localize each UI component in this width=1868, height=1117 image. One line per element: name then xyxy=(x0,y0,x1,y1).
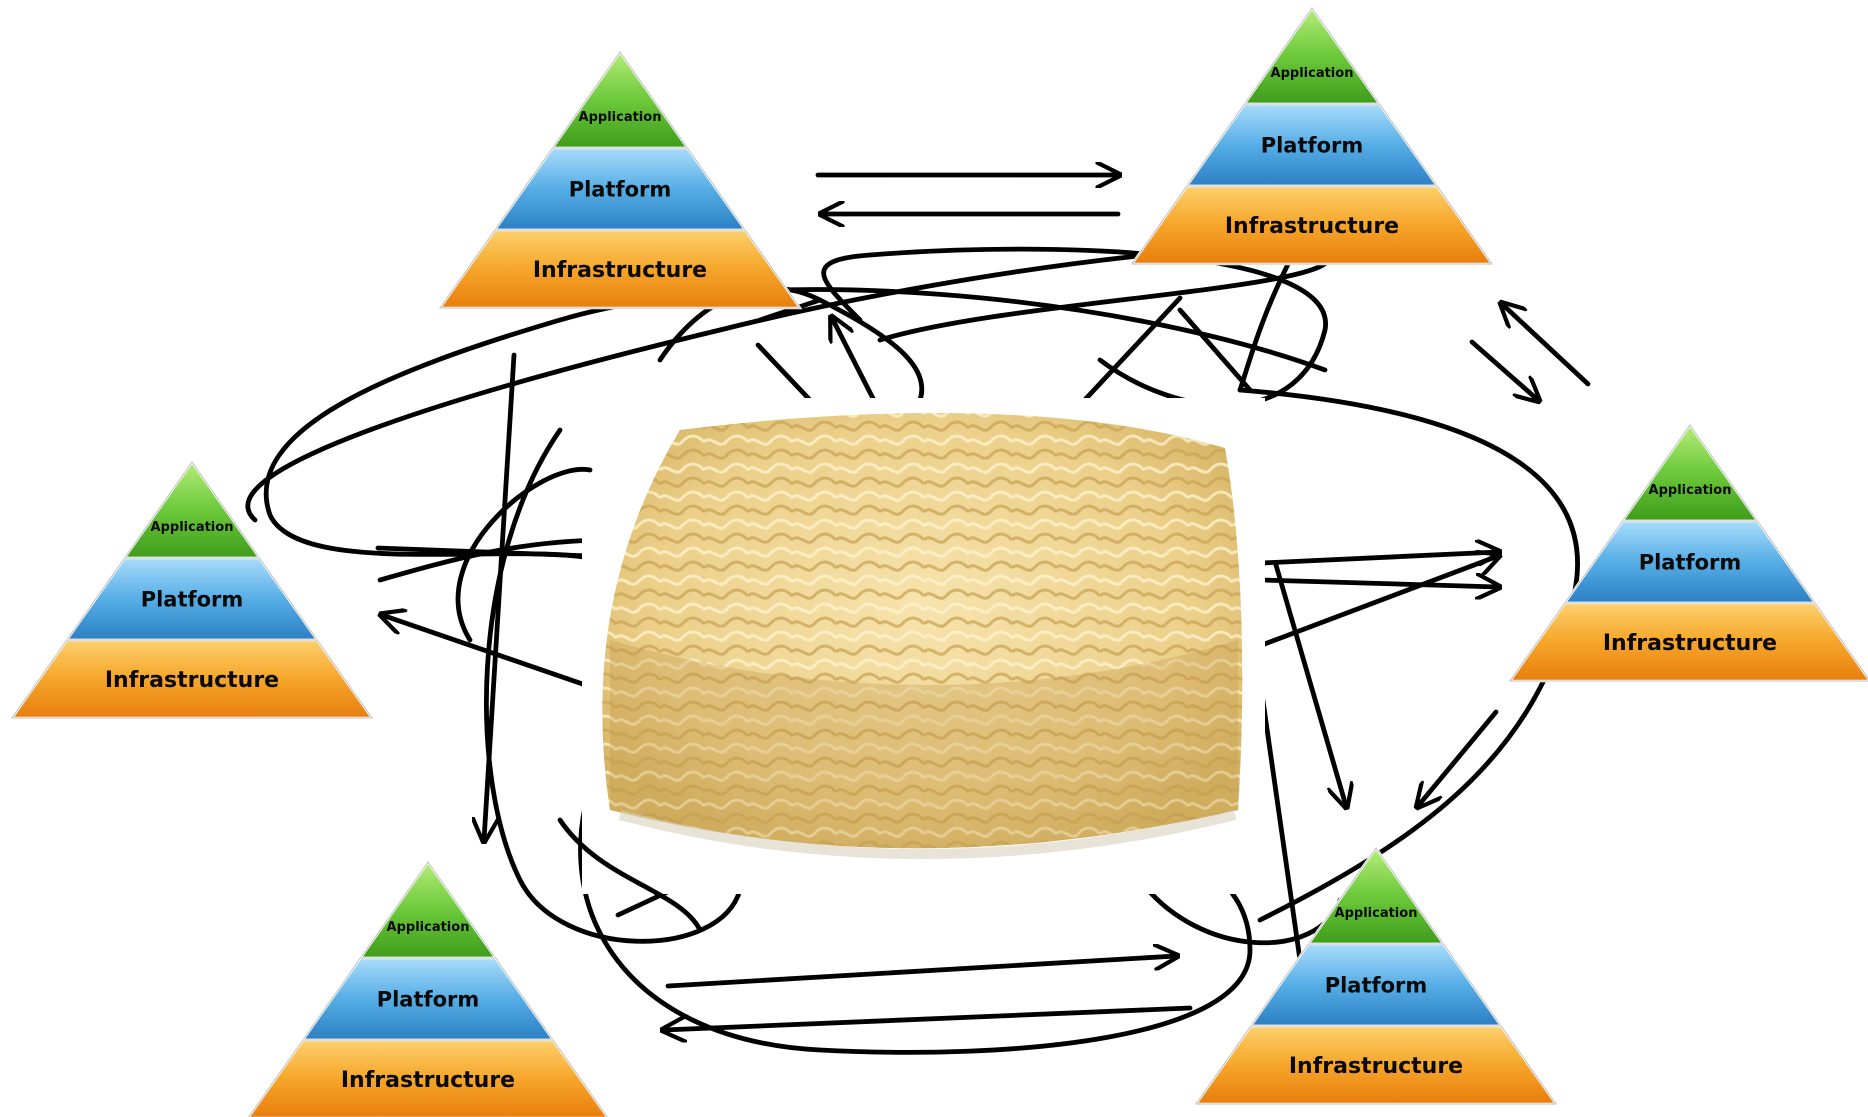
infrastructure-label: Infrastructure xyxy=(1289,1054,1463,1079)
platform-label: Platform xyxy=(1325,974,1428,998)
strand-left-over xyxy=(455,466,593,643)
application-label: Application xyxy=(1335,906,1418,921)
infrastructure-label: Infrastructure xyxy=(1603,631,1777,656)
infrastructure-tier xyxy=(1193,1024,1559,1106)
application-label: Application xyxy=(387,920,470,935)
infrastructure-tier xyxy=(437,228,803,310)
loop-wide-upper xyxy=(245,243,1333,523)
noodle-texture xyxy=(602,413,1243,849)
infrastructure-tier xyxy=(1129,184,1495,266)
infrastructure-tier-outline xyxy=(11,639,373,719)
arrow-to-right-1 xyxy=(1259,552,1498,563)
arrow-diagonal-upper-2 xyxy=(1077,295,1183,408)
infrastructure-tier-outline xyxy=(1131,185,1493,265)
arrow-right-lower xyxy=(1257,677,1303,963)
application-tier xyxy=(122,459,262,560)
application-label: Application xyxy=(1649,483,1732,498)
application-label: Application xyxy=(579,110,662,125)
loop-top-arch xyxy=(821,246,1328,408)
application-label: Application xyxy=(1271,66,1354,81)
arrow-diagonal-upper xyxy=(755,342,813,403)
infrastructure-tier-outline xyxy=(439,229,801,309)
arrow-topright-to-right xyxy=(1469,339,1538,400)
spaghetti-connector-loops xyxy=(245,243,1580,1055)
arrow-to-bottomright xyxy=(1273,562,1346,806)
application-tier xyxy=(1306,845,1446,946)
noodle-shadow xyxy=(618,810,1237,859)
infrastructure-tier xyxy=(1507,601,1868,683)
arrow-left-in xyxy=(375,545,593,559)
application-label: Application xyxy=(151,520,234,535)
connector-arrows xyxy=(375,175,1591,1030)
platform-label: Platform xyxy=(141,588,244,612)
infrastructure-tier-outline xyxy=(1509,602,1868,682)
noodle-block-image xyxy=(582,398,1265,894)
arrow-topleft-down xyxy=(484,352,517,840)
application-tier xyxy=(1242,5,1382,106)
infrastructure-label: Infrastructure xyxy=(533,258,707,283)
loop-bottom-u xyxy=(578,757,1253,1055)
platform-label: Platform xyxy=(1261,134,1364,158)
noodle-side-edge xyxy=(610,640,1238,849)
infrastructure-tier xyxy=(9,638,375,720)
application-tier xyxy=(550,49,690,150)
infrastructure-tier xyxy=(247,1038,609,1117)
platform-label: Platform xyxy=(1639,551,1742,575)
loop-lower-left xyxy=(484,427,743,944)
infrastructure-tier-outline xyxy=(1195,1025,1557,1105)
arrow-bottomright-to-bottomleft xyxy=(664,1005,1193,1030)
infrastructure-label: Infrastructure xyxy=(341,1068,515,1093)
platform-label: Platform xyxy=(377,988,480,1012)
loop-left-long xyxy=(263,287,1328,563)
arrow-to-right-2 xyxy=(1259,580,1498,587)
arrow-to-left xyxy=(382,615,603,693)
loop-wave-left xyxy=(377,537,613,583)
application-tier xyxy=(358,859,498,960)
arrow-right-to-bottomright xyxy=(1418,709,1499,806)
infrastructure-label: Infrastructure xyxy=(105,668,279,693)
foreground-strands xyxy=(455,466,703,933)
arrow-bottomleft-to-bottomright xyxy=(665,956,1176,989)
stack-layer: ApplicationPlatformInfrastructureApplica… xyxy=(9,5,1868,1117)
arrow-right-to-topright xyxy=(1502,304,1591,387)
infrastructure-label: Infrastructure xyxy=(1225,214,1399,239)
infrastructure-tier-outline xyxy=(248,1039,608,1117)
platform-label: Platform xyxy=(569,178,672,202)
loop-crossing xyxy=(757,257,1293,393)
strand-bottom-over xyxy=(557,817,703,933)
arrow-to-right-3 xyxy=(1259,556,1498,648)
application-tier xyxy=(1620,422,1760,523)
